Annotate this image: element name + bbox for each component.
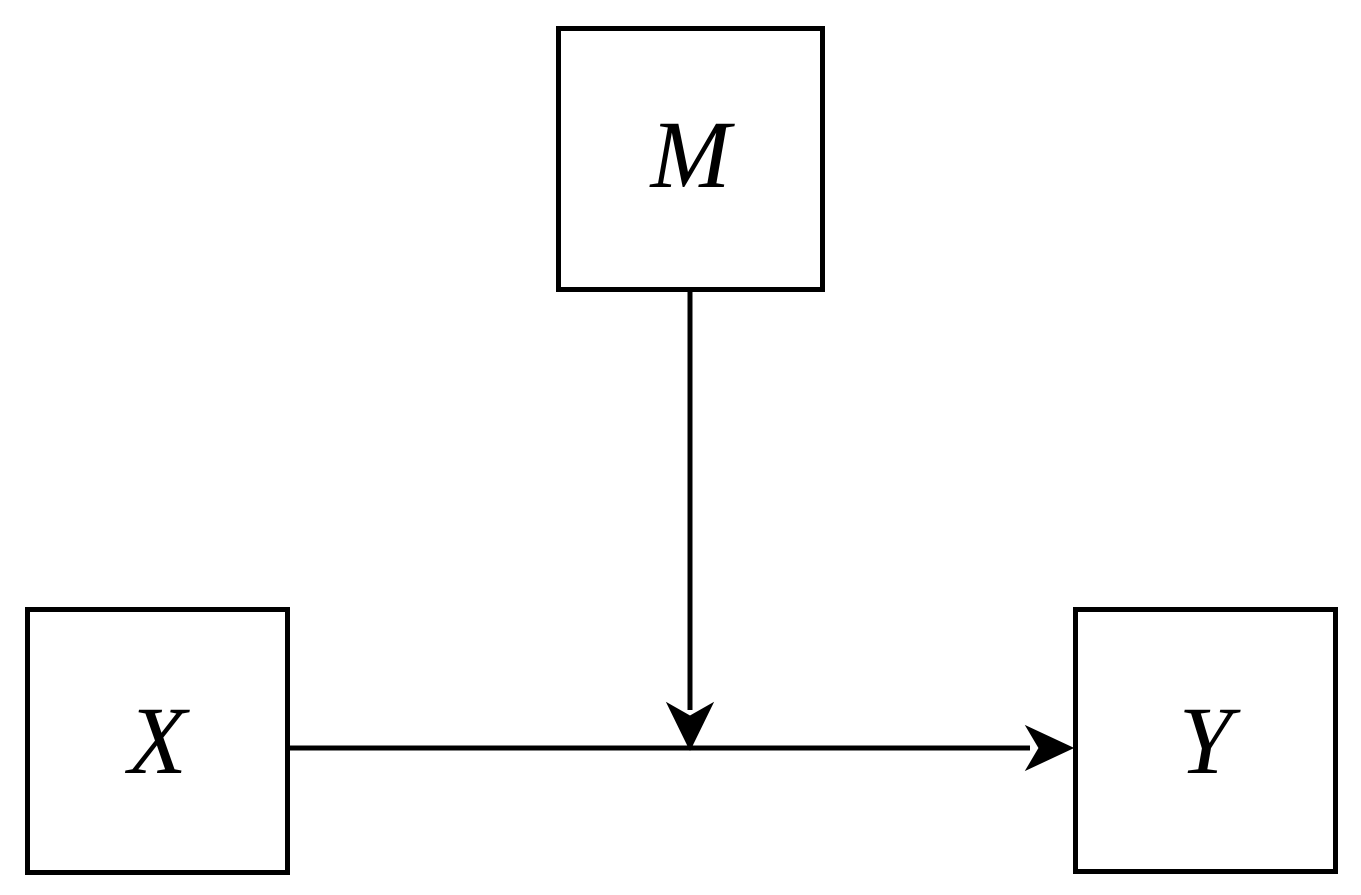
- node-m[interactable]: M: [556, 26, 825, 292]
- edge-x-to-y: [290, 724, 1075, 772]
- node-y[interactable]: Y: [1073, 607, 1338, 874]
- node-x[interactable]: X: [25, 607, 290, 875]
- edge-x-to-y-arrowhead: [1024, 724, 1075, 772]
- edge-m-to-xy-arrowhead: [665, 701, 715, 752]
- node-m-label: M: [650, 101, 731, 208]
- edge-m-to-xy: [665, 292, 715, 752]
- node-y-label: Y: [1178, 686, 1233, 794]
- node-x-label: X: [128, 687, 187, 794]
